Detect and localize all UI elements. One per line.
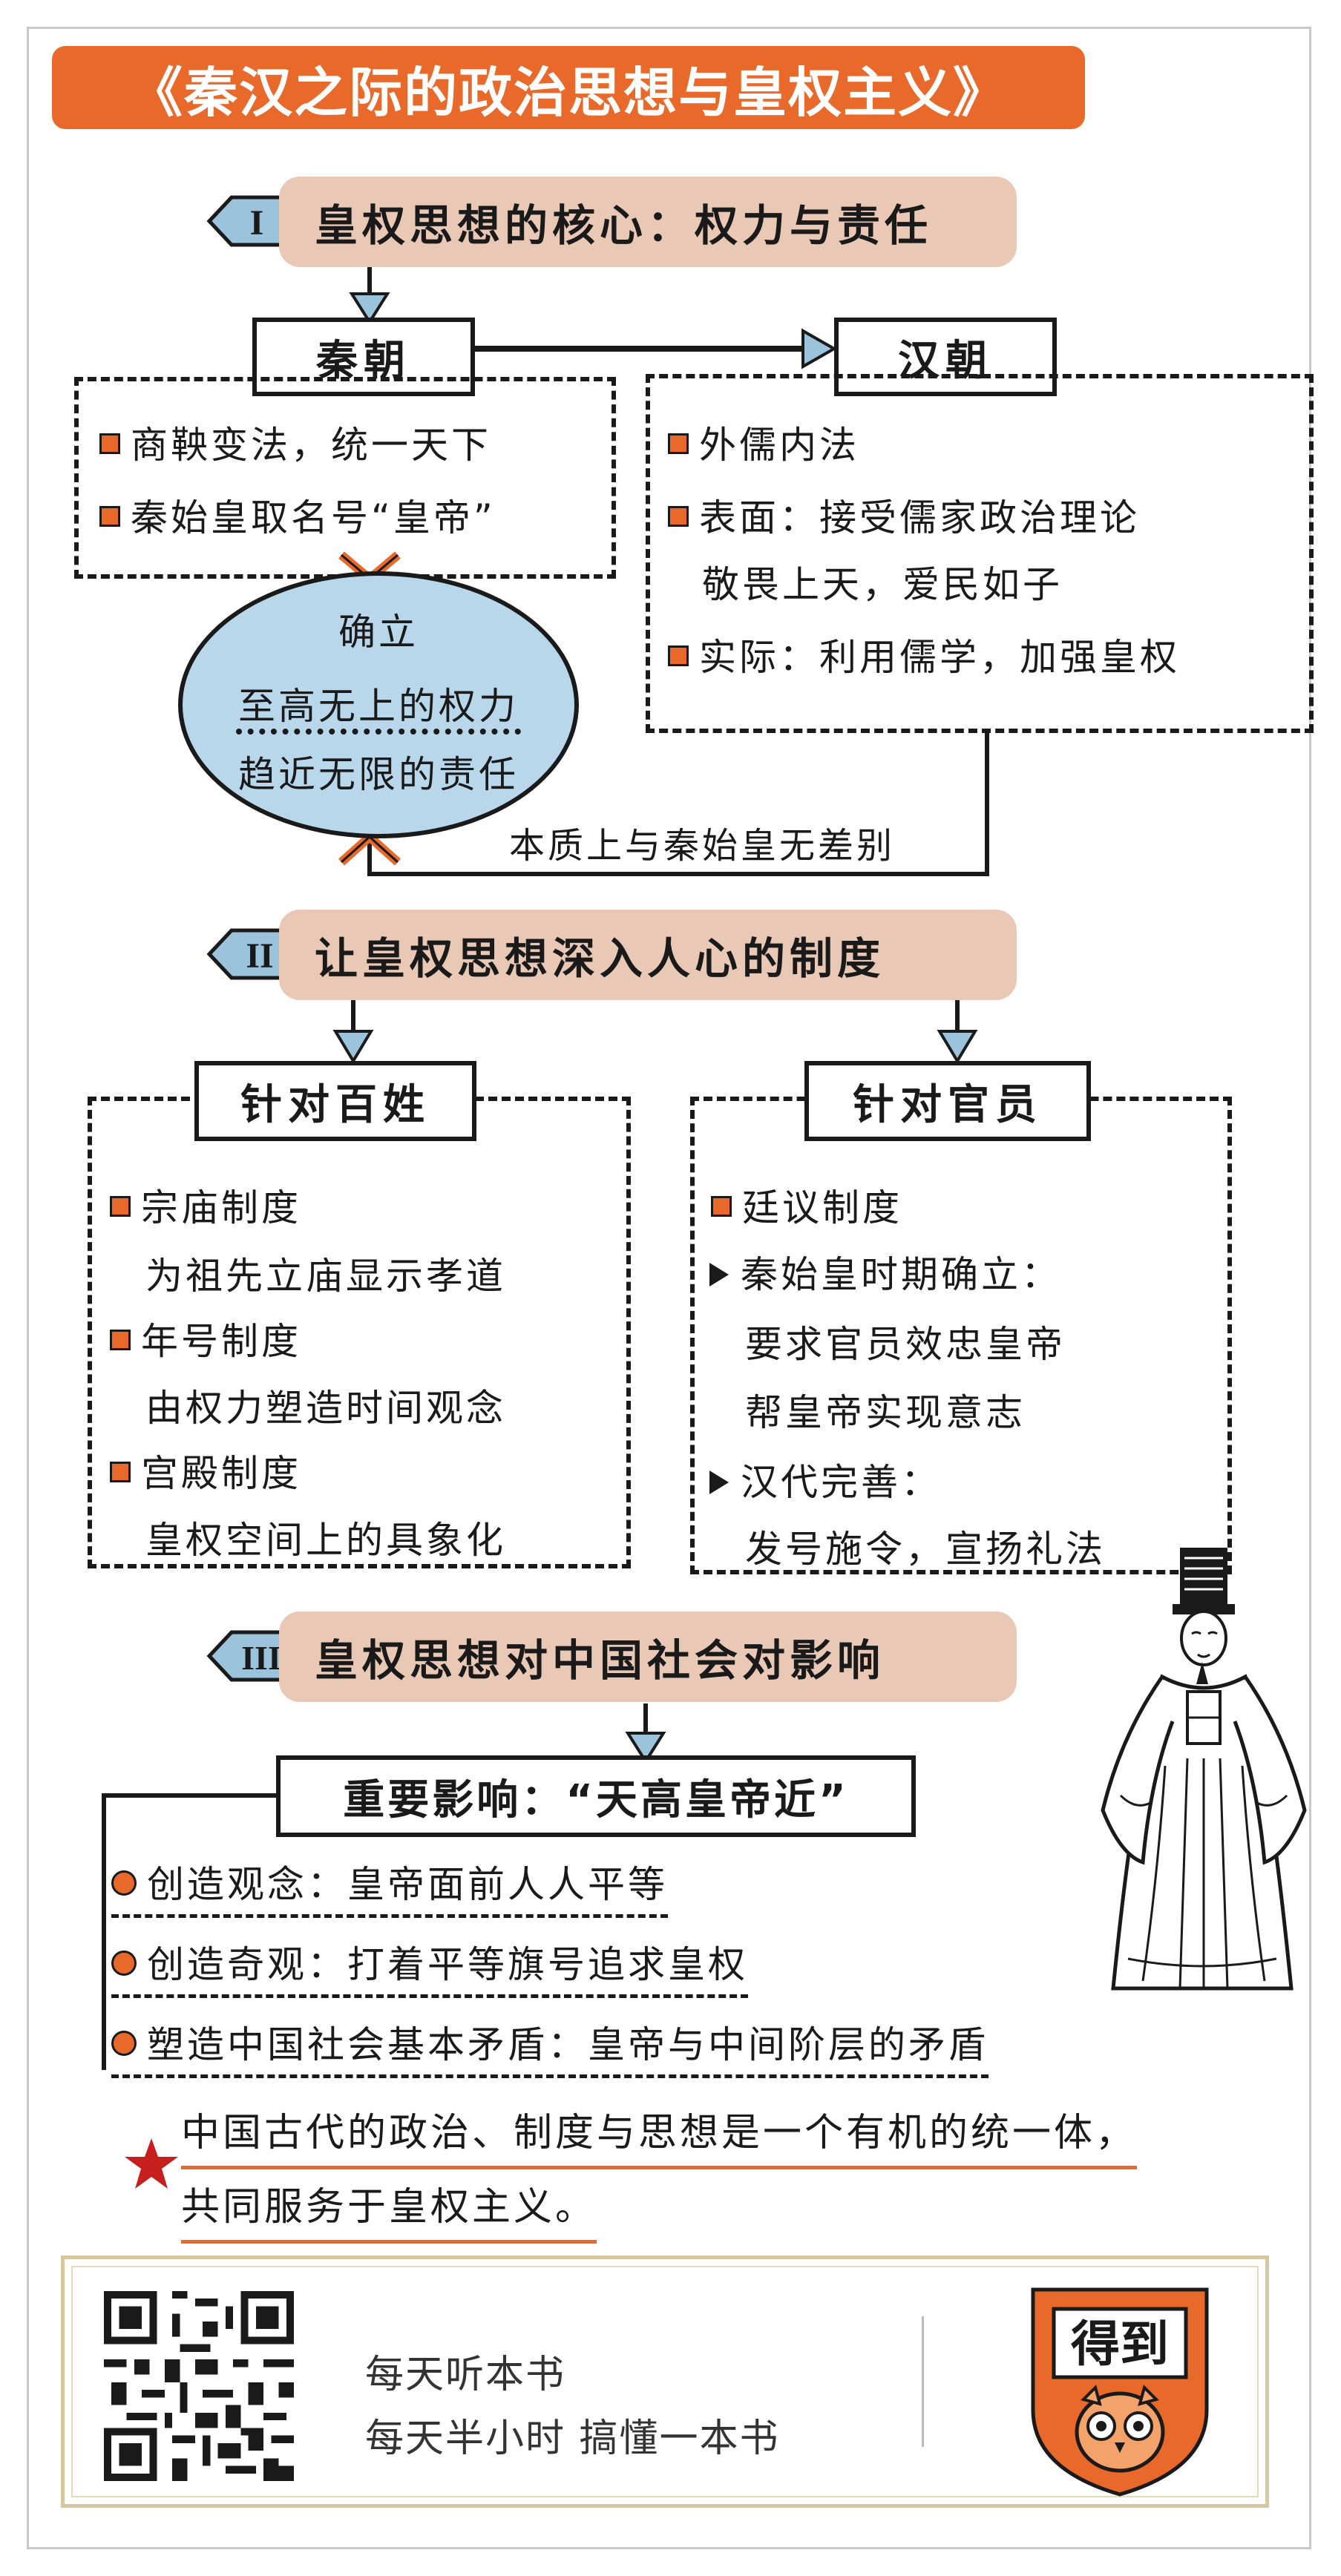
bullet-square-icon — [110, 1195, 131, 1217]
people-label: 针对百姓 — [194, 1061, 476, 1141]
section1-title: 皇权思想的核心：权力与责任 — [279, 177, 1017, 267]
section-tag-icon: III — [206, 1630, 295, 1682]
people-item-desc: 由权力塑造时间观念 — [145, 1387, 506, 1430]
bullet-square-icon — [110, 1461, 131, 1482]
bullet-square-icon — [711, 1195, 732, 1217]
qin-item: 秦始皇取名号“皇帝” — [99, 496, 496, 540]
dotted-divider — [236, 729, 521, 735]
section3-title: 皇权思想对中国社会对影响 — [279, 1611, 1017, 1702]
qin-detail-box — [74, 377, 616, 579]
bullet-dot-icon — [111, 1950, 137, 1976]
footer-inner-frame — [71, 2266, 1259, 2497]
impact-item: 创造奇观：打着平等旗号追求皇权 — [111, 1942, 748, 1998]
bullet-square-icon — [99, 505, 120, 527]
officials-label: 针对官员 — [804, 1061, 1091, 1141]
footer-slogan-2: 每天半小时 搞懂一本书 — [365, 2416, 780, 2461]
officials-subitem-desc: 发号施令，宣扬礼法 — [745, 1528, 1106, 1571]
people-item-desc: 皇权空间上的具象化 — [145, 1519, 506, 1562]
officials-subitem-desc: 要求官员效忠皇帝 — [745, 1323, 1066, 1366]
impact-label: 重要影响：“天高皇帝近” — [276, 1755, 916, 1837]
han-item-sub: 敬畏上天，爱民如子 — [702, 563, 1063, 606]
han-detail-box — [646, 374, 1314, 733]
people-item: 宗庙制度 — [110, 1186, 301, 1230]
footer-divider — [922, 2316, 924, 2447]
impact-item: 塑造中国社会基本矛盾：皇帝与中间阶层的矛盾 — [111, 2023, 988, 2078]
people-item-desc: 为祖先立庙显示孝道 — [145, 1255, 506, 1298]
down-arrow-icon — [349, 292, 390, 325]
bullet-dot-icon — [111, 2030, 137, 2056]
svg-text:I: I — [250, 203, 264, 243]
emperor-illustration-icon — [1101, 1548, 1307, 1991]
section-tag-icon: II — [206, 928, 295, 980]
people-item: 宫殿制度 — [110, 1451, 301, 1496]
svg-text:得到: 得到 — [1071, 2315, 1169, 2373]
qin-item: 商鞅变法，统一天下 — [99, 423, 491, 467]
conclusion-line1: 中国古代的政治、制度与思想是一个有机的统一体， — [181, 2101, 1138, 2169]
officials-subitem: 汉代完善： — [709, 1460, 941, 1505]
officials-item: 廷议制度 — [711, 1186, 902, 1230]
han-item: 外儒内法 — [668, 423, 859, 467]
officials-subitem: 秦始皇时期确立： — [709, 1252, 1061, 1297]
footer-frame — [61, 2255, 1269, 2508]
bullet-square-icon — [668, 433, 689, 454]
ellipse-line1: 至高无上的权力 — [238, 685, 519, 728]
svg-text:II: II — [246, 936, 273, 976]
triangle-bullet-icon — [709, 1470, 729, 1494]
bullet-square-icon — [668, 645, 689, 666]
qr-code-icon[interactable] — [104, 2291, 294, 2481]
section2-title: 让皇权思想深入人心的制度 — [279, 910, 1017, 1000]
impact-item: 创造观念：皇帝面前人人平等 — [111, 1862, 668, 1918]
ellipse-head: 确立 — [338, 611, 419, 654]
footer-slogan-1: 每天听本书 — [365, 2353, 566, 2397]
right-arrow-icon — [801, 328, 838, 369]
officials-subitem-desc: 帮皇帝实现意志 — [745, 1391, 1026, 1434]
bullet-dot-icon — [111, 1870, 137, 1896]
qin-dynasty-label: 秦朝 — [252, 318, 475, 396]
page-frame — [27, 27, 1311, 2549]
page-title: 《秦汉之际的政治思想与皇权主义》 — [52, 46, 1085, 129]
bullet-square-icon — [110, 1329, 131, 1350]
bullet-square-icon — [668, 505, 689, 527]
connector-label: 本质上与秦始皇无差别 — [509, 825, 896, 867]
ellipse-line2: 趋近无限的责任 — [238, 753, 519, 796]
svg-text:III: III — [241, 1639, 281, 1677]
authority-ellipse — [178, 571, 579, 838]
han-item: 表面：接受儒家政治理论 — [668, 496, 1140, 540]
triangle-bullet-icon — [709, 1262, 729, 1287]
conclusion-line2: 共同服务于皇权主义。 — [181, 2175, 597, 2244]
star-icon — [125, 2138, 178, 2189]
dedao-logo-icon[interactable]: 得到 — [1027, 2284, 1213, 2499]
bullet-square-icon — [99, 433, 120, 454]
people-item: 年号制度 — [110, 1319, 301, 1364]
han-item: 实际：利用儒学，加强皇权 — [668, 635, 1180, 680]
